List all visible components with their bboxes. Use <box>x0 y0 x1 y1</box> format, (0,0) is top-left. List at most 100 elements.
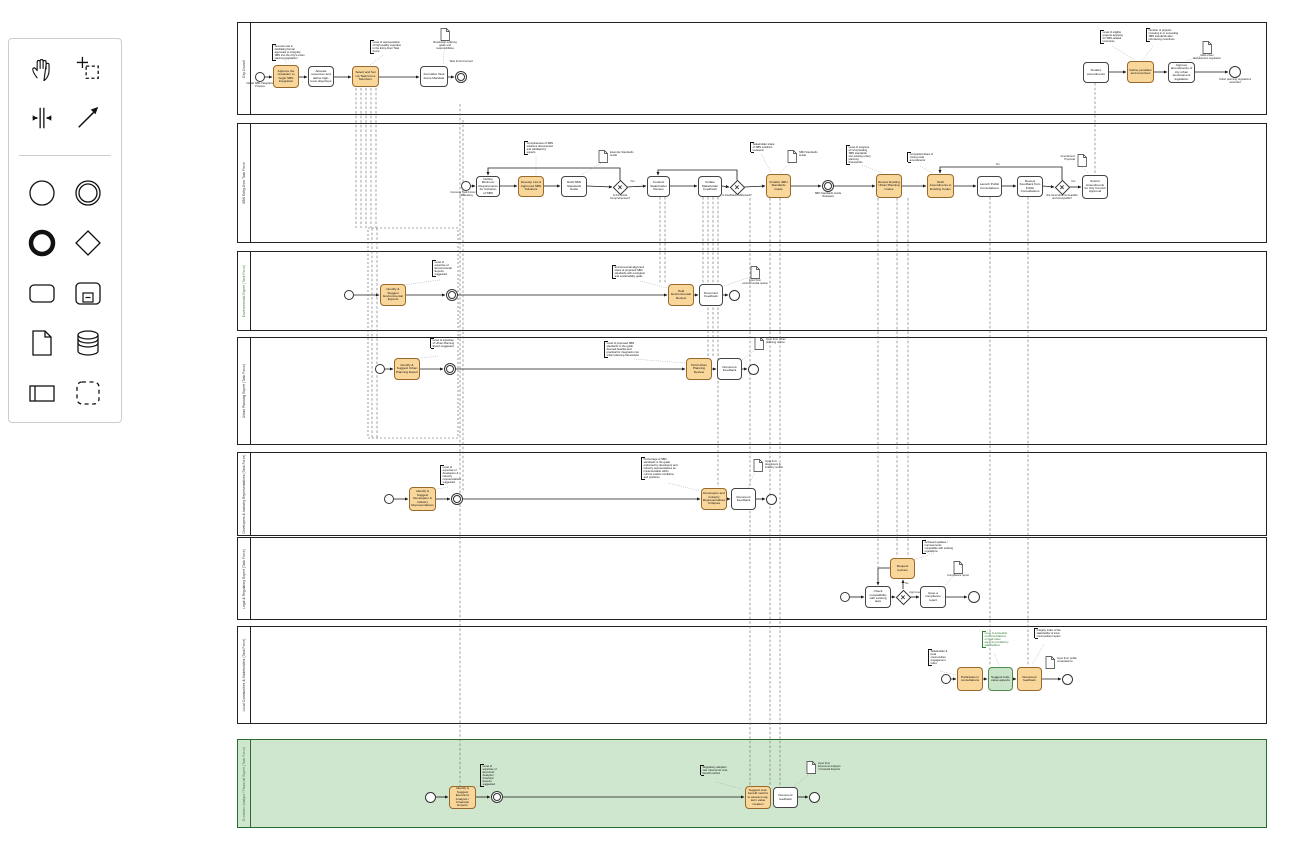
task[interactable]: Draft SBN Standards Guide <box>561 176 587 197</box>
pool-legal-expert[interactable]: Legal & Regulatory Expert (Task Force) <box>237 537 1267 620</box>
text-annotation[interactable]: Level of proposed SBN standards in the g… <box>604 341 640 358</box>
task[interactable]: Identify & Suggest Environmental Experts <box>380 284 406 306</box>
end-event[interactable] <box>747 363 759 375</box>
text-annotation[interactable]: Stakeholder share of SBN solutions revie… <box>750 142 775 153</box>
task[interactable]: Launch Public Consultations <box>977 176 1002 197</box>
hand-tool[interactable] <box>27 53 57 83</box>
end-event[interactable] <box>1061 673 1073 685</box>
exclusive-gateway[interactable]: × <box>895 589 911 605</box>
space-tool[interactable] <box>27 103 57 133</box>
text-annotation[interactable]: Integrity index of the stakeholder & loc… <box>1034 628 1063 639</box>
exclusive-gateway[interactable]: × <box>612 179 628 195</box>
text-annotation[interactable]: Percentage of SBN standards in the guide… <box>641 457 678 480</box>
task[interactable]: Develop List of Approved SBN Solutions <box>518 176 544 197</box>
task[interactable]: Draft Amendments to Existing Codes <box>927 174 954 198</box>
task[interactable]: Request revision <box>890 558 915 579</box>
task[interactable]: Submit Amendments for City Council Appro… <box>1082 175 1108 199</box>
task[interactable]: Document Feedback <box>699 284 723 306</box>
task[interactable]: Hold Urban Planning Review <box>686 358 712 380</box>
lasso-tool[interactable] <box>73 53 103 83</box>
task[interactable]: Conduct Stakeholder Review <box>647 176 670 197</box>
task[interactable]: Developers and Industry Representatives … <box>701 488 727 510</box>
data-object[interactable] <box>753 459 763 477</box>
text-annotation[interactable]: Level of expertise of Environmental Expe… <box>432 260 455 277</box>
text-annotation[interactable]: Achieved updates / improvements compatib… <box>922 540 954 554</box>
pool-label-bar[interactable]: Local Communities & Stakeholders (Task F… <box>238 627 251 723</box>
text-annotation[interactable]: Stakeholder & local communities engageme… <box>928 649 950 666</box>
text-annotation[interactable]: Completeness of SBN solutions documented… <box>524 141 554 155</box>
intermediate-event[interactable] <box>455 71 467 83</box>
task[interactable]: Select and Set Up Task Force Members <box>352 66 379 87</box>
task[interactable]: Suggest built-value aspects <box>988 667 1013 691</box>
create-pool[interactable] <box>27 378 57 408</box>
start-event[interactable] <box>461 181 471 191</box>
data-object[interactable] <box>1077 154 1087 172</box>
end-event[interactable] <box>765 493 777 505</box>
text-annotation[interactable]: Level of actionable recommendations on b… <box>982 631 1010 648</box>
task[interactable]: Hold Environmental Review <box>668 284 694 306</box>
text-annotation[interactable]: Success rate in facilitating formal appr… <box>272 44 305 61</box>
pool-label-bar[interactable]: Environmental Expert (Task Force) <box>238 252 251 330</box>
task[interactable]: Identify & Suggest Urban Planning Expert <box>394 358 420 380</box>
create-gateway[interactable] <box>73 228 103 258</box>
task[interactable]: Collate Stakeholder Feedback <box>698 176 722 197</box>
pool-economic-analyst[interactable]: Economic Analyst / Financial Expert (Tas… <box>237 739 1267 828</box>
text-annotation[interactable]: Level of representation of high-quality … <box>370 40 403 54</box>
task[interactable]: Review Existing Urban Planning Codes <box>876 174 902 198</box>
task[interactable]: Review Feedback from Public Consultation… <box>1017 176 1043 197</box>
pool-label-bar[interactable]: SBN Entry-Door Task Force <box>238 124 251 242</box>
pool-task-force[interactable]: SBN Entry-Door Task Force <box>237 123 1267 243</box>
create-end-event[interactable] <box>27 228 57 258</box>
task[interactable]: Define penalties and incentives <box>1127 61 1154 83</box>
text-annotation[interactable]: Level of expertise of developers & indus… <box>440 465 462 485</box>
intermediate-event[interactable] <box>491 791 503 803</box>
create-data-object[interactable] <box>27 328 57 358</box>
task[interactable]: Suggest cost-benefit metrics to assess l… <box>745 786 771 809</box>
start-event[interactable] <box>840 592 850 602</box>
pool-label-bar[interactable]: Urban Planning Expert (Task Force) <box>238 338 251 444</box>
data-object[interactable] <box>1202 41 1212 59</box>
task[interactable]: Check compatibility with existing laws <box>865 586 891 608</box>
data-object[interactable] <box>1045 656 1055 674</box>
text-annotation[interactable]: Regulatory adoption rate / Economic cost… <box>700 765 731 776</box>
global-connect-tool[interactable] <box>73 103 103 133</box>
exclusive-gateway[interactable]: × <box>729 179 745 195</box>
intermediate-event[interactable] <box>451 493 463 505</box>
data-object[interactable] <box>806 761 816 779</box>
data-object[interactable] <box>598 150 608 168</box>
start-event[interactable] <box>384 494 394 504</box>
end-event[interactable] <box>968 591 980 603</box>
data-object[interactable] <box>750 266 760 284</box>
create-group[interactable] <box>73 378 103 408</box>
data-object[interactable] <box>787 150 797 168</box>
text-annotation[interactable]: Level of progress of incorporating SBN s… <box>846 145 871 165</box>
text-annotation[interactable]: Number of projects investing in or excee… <box>1146 28 1179 42</box>
task[interactable]: Identify & Suggest Economic Analysts / F… <box>449 786 476 809</box>
pool-local-communities[interactable]: Local Communities & Stakeholders (Task F… <box>237 626 1267 724</box>
end-event[interactable] <box>1229 66 1241 78</box>
exclusive-gateway[interactable]: × <box>1054 179 1070 195</box>
create-intermediate-event[interactable] <box>73 178 103 208</box>
pool-label-bar[interactable]: Legal & Regulatory Expert (Task Force) <box>238 538 251 619</box>
task[interactable]: Approve amendments of city urban develop… <box>1168 62 1195 83</box>
create-task[interactable] <box>27 278 57 308</box>
task[interactable]: Participate in consultations <box>957 667 983 691</box>
text-annotation[interactable]: Completed share of zoning code amendment… <box>907 152 934 163</box>
start-event[interactable] <box>941 674 951 684</box>
task[interactable]: Document Feedback <box>717 358 742 380</box>
data-object[interactable] <box>754 337 764 355</box>
text-annotation[interactable]: Environmental alignment share of propose… <box>612 265 646 279</box>
end-event[interactable] <box>728 289 740 301</box>
pool-label-bar[interactable]: Economic Analyst / Financial Expert (Tas… <box>238 740 251 827</box>
end-event[interactable] <box>808 791 820 803</box>
task[interactable]: Document feedback <box>1017 667 1042 691</box>
task[interactable]: Identify & Suggest Developers & Industry… <box>409 487 436 511</box>
pool-label-bar[interactable]: City Council <box>238 23 251 114</box>
start-event[interactable] <box>375 364 385 374</box>
task[interactable]: Document Feedback <box>731 488 756 510</box>
task[interactable]: Outline Minimum Requirements for Inclusi… <box>476 176 500 197</box>
create-subprocess[interactable] <box>73 278 103 308</box>
task[interactable]: Finalize amendments <box>1083 62 1109 83</box>
intermediate-event[interactable] <box>444 363 456 375</box>
